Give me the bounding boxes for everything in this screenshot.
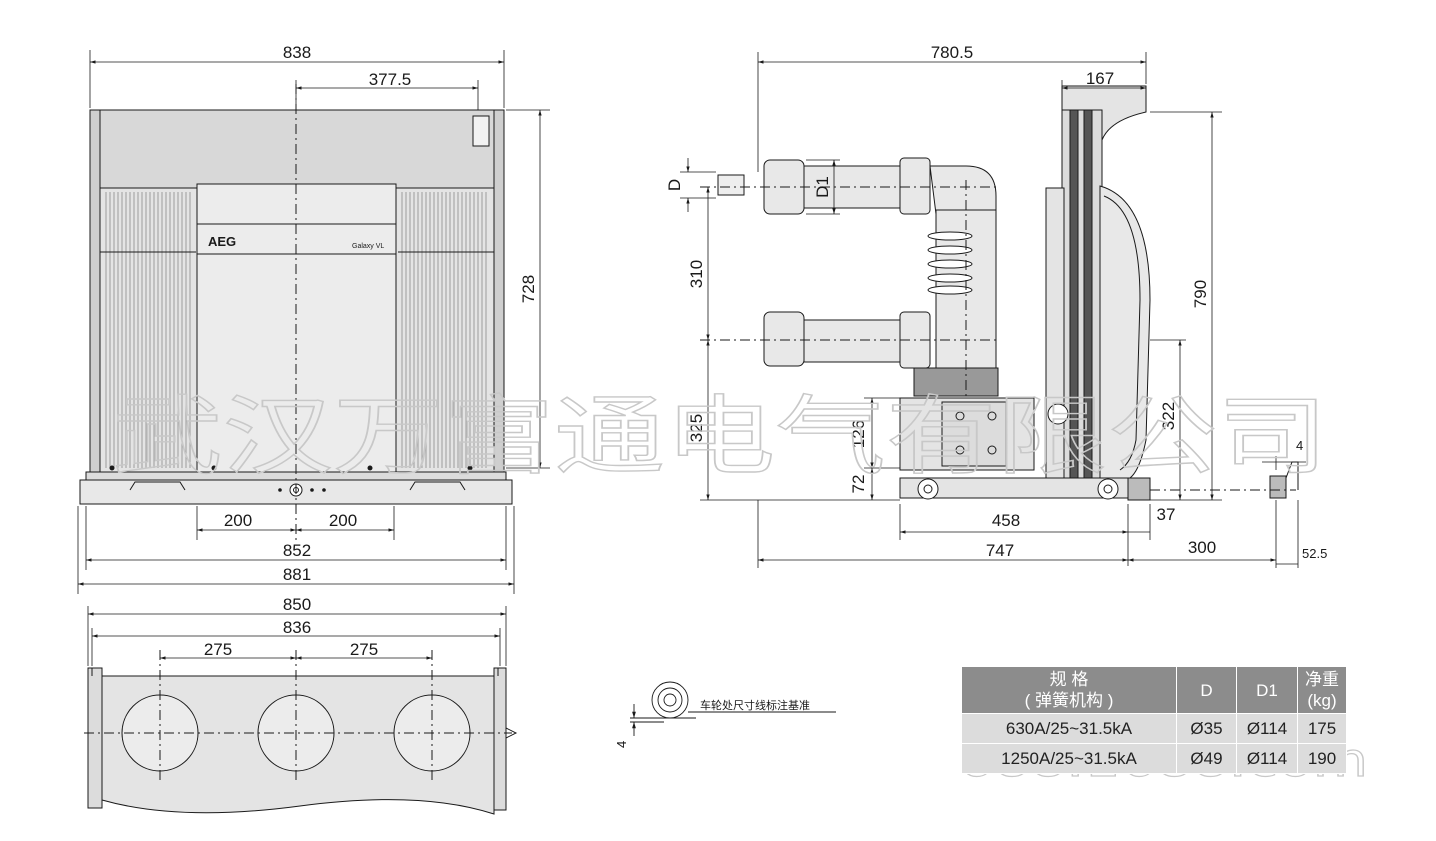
d1-header: D1 bbox=[1236, 666, 1298, 714]
spec-header: 规 格 ( 弹簧机构 ) bbox=[961, 666, 1177, 714]
aeg-logo: AEG bbox=[208, 234, 236, 249]
side-rail-handle bbox=[1269, 475, 1287, 499]
d1-cell: Ø114 bbox=[1236, 713, 1298, 744]
spec-table-header-row: 规 格 ( 弹簧机构 ) D D1 净重 (kg) bbox=[961, 666, 1347, 714]
dim-front-overall-881: 881 bbox=[283, 565, 311, 584]
side-wheel-rear bbox=[1097, 478, 1119, 500]
top-view bbox=[84, 650, 518, 815]
dim-side-300: 300 bbox=[1188, 538, 1216, 557]
dim-side-d: D bbox=[665, 179, 684, 191]
side-dimensions bbox=[680, 52, 1306, 568]
dim-side-458: 458 bbox=[992, 511, 1020, 530]
front-dimensions bbox=[77, 50, 550, 594]
d-cell: Ø35 bbox=[1176, 713, 1237, 744]
table-row: 630A/25~31.5kA Ø35 Ø114 175 bbox=[961, 713, 1347, 744]
front-right-fins bbox=[401, 192, 487, 468]
d1-cell: Ø114 bbox=[1236, 743, 1298, 774]
dim-side-37: 37 bbox=[1157, 505, 1176, 524]
top-dimensions bbox=[87, 606, 507, 666]
model-label: Galaxy VL bbox=[352, 243, 384, 250]
side-lower-arm bbox=[763, 311, 805, 367]
side-top-bracket bbox=[1061, 85, 1147, 141]
dim-side-d1: D1 bbox=[813, 176, 832, 198]
dim-side-4: 4 bbox=[1296, 438, 1303, 453]
d-cell: Ø49 bbox=[1176, 743, 1237, 774]
dim-front-wheel-right-200: 200 bbox=[329, 511, 357, 530]
dim-front-base-852: 852 bbox=[283, 541, 311, 560]
front-left-handle bbox=[129, 481, 186, 491]
dim-side-167: 167 bbox=[1086, 69, 1114, 88]
dim-front-half-377: 377.5 bbox=[369, 70, 412, 89]
front-right-handle bbox=[409, 481, 466, 491]
dim-side-790: 790 bbox=[1191, 280, 1210, 308]
dim-front-wheel-left-200: 200 bbox=[224, 511, 252, 530]
dim-top-836: 836 bbox=[283, 618, 311, 637]
weight-header-line1: 净重 bbox=[1305, 670, 1339, 689]
side-insulator-sheds bbox=[927, 231, 973, 295]
spec-cell: 630A/25~31.5kA bbox=[961, 713, 1177, 744]
dim-side-780: 780.5 bbox=[931, 43, 974, 62]
spec-header-line2: ( 弹簧机构 ) bbox=[1024, 691, 1114, 710]
dim-side-310: 310 bbox=[687, 260, 706, 288]
side-view bbox=[700, 85, 1299, 501]
weight-header-line2: (kg) bbox=[1307, 691, 1337, 710]
dim-front-width-838: 838 bbox=[283, 43, 311, 62]
spec-header-line1: 规 格 bbox=[1049, 670, 1089, 689]
side-shaft-ring bbox=[1047, 403, 1069, 425]
table-row: 1250A/25~31.5kA Ø49 Ø114 190 bbox=[961, 743, 1347, 774]
dim-side-52-5: 52.5 bbox=[1302, 546, 1327, 561]
dim-top-275-left: 275 bbox=[204, 640, 232, 659]
side-wheel-front bbox=[917, 478, 939, 500]
front-view bbox=[79, 84, 513, 540]
dim-side-747: 747 bbox=[986, 541, 1014, 560]
front-left-fins bbox=[105, 192, 191, 468]
side-bellows bbox=[913, 367, 999, 397]
dim-side-126: 126 bbox=[849, 420, 868, 448]
dim-side-72: 72 bbox=[849, 475, 868, 494]
dim-side-322: 322 bbox=[1159, 402, 1178, 430]
watermark-company: 武汉万富通电气有限公司 bbox=[112, 387, 1328, 487]
wheel-reference-note bbox=[630, 681, 836, 736]
spec-cell: 1250A/25~31.5kA bbox=[961, 743, 1177, 774]
front-top-panel bbox=[99, 109, 496, 189]
weight-header: 净重 (kg) bbox=[1297, 666, 1347, 714]
side-upper-stud bbox=[717, 174, 745, 196]
d-header: D bbox=[1176, 666, 1237, 714]
dim-side-325: 325 bbox=[687, 414, 706, 442]
dim-front-height-728: 728 bbox=[519, 275, 538, 303]
dim-top-275-right: 275 bbox=[350, 640, 378, 659]
weight-cell: 175 bbox=[1297, 713, 1347, 744]
wheel-note-offset: 4 bbox=[614, 741, 629, 748]
wheel-note-label: 车轮处尺寸线标注基准 bbox=[700, 698, 810, 712]
weight-cell: 190 bbox=[1297, 743, 1347, 774]
front-top-connector bbox=[472, 115, 490, 147]
dim-top-850: 850 bbox=[283, 595, 311, 614]
spec-table: 规 格 ( 弹簧机构 ) D D1 净重 (kg) 630A/25~31.5kA… bbox=[961, 666, 1347, 774]
side-rear-column bbox=[1061, 109, 1103, 481]
